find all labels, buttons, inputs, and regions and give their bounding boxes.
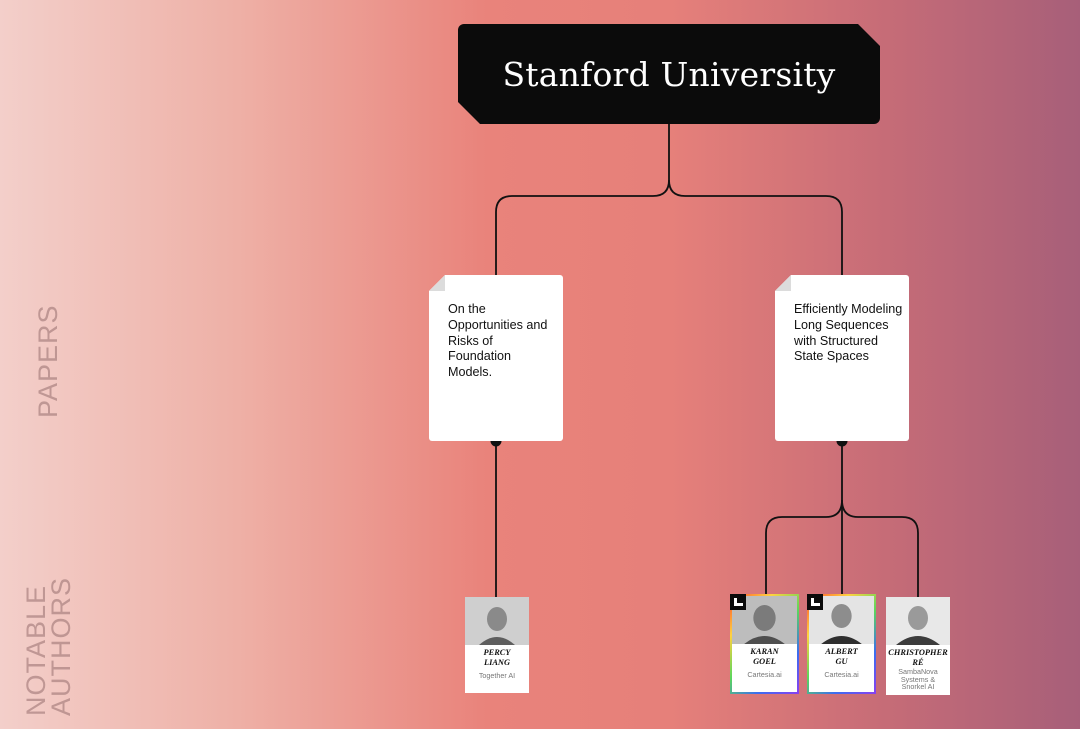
- connector-right-branch: [668, 179, 843, 275]
- author-photo: [465, 597, 529, 645]
- connector-paper2-right: [841, 499, 919, 597]
- author-card-percy-liang[interactable]: PERCY LIANG Together AI: [465, 597, 529, 693]
- author-affiliation: Cartesia.ai: [824, 670, 859, 679]
- paper-card-foundation-models[interactable]: On the Opportunities and Risks of Founda…: [429, 275, 563, 441]
- author-affiliation: SambaNova Systems & Snorkel AI: [898, 667, 938, 692]
- side-label-authors-line2: AUTHORS: [46, 576, 76, 716]
- paper-card-structured-state-spaces[interactable]: Efficiently Modeling Long Sequences with…: [775, 275, 909, 441]
- author-card-body: PERCY LIANG Together AI: [465, 597, 529, 693]
- author-card-christopher-re[interactable]: CHRISTOPHER RÉ SambaNova Systems & Snork…: [886, 597, 950, 695]
- author-card-body: KARAN GOEL Cartesia.ai: [732, 596, 797, 692]
- author-name: CHRISTOPHER RÉ: [888, 648, 948, 667]
- author-card-karan-goel[interactable]: KARAN GOEL Cartesia.ai: [730, 594, 799, 694]
- connector-paper2-trunk: [765, 441, 843, 594]
- institution-name: Stanford University: [502, 54, 836, 94]
- side-label-notable-authors: NOTABLE AUTHORS: [21, 576, 76, 716]
- author-affiliation: Cartesia.ai: [747, 670, 782, 679]
- connector-trunk: [495, 124, 670, 275]
- paper-title: Efficiently Modeling Long Sequences with…: [794, 302, 903, 364]
- author-photo: [809, 596, 874, 644]
- side-label-papers: PAPERS: [33, 304, 63, 418]
- author-photo: [732, 596, 797, 644]
- author-name: KARAN GOEL: [750, 647, 779, 666]
- cartesia-logo-icon: [730, 594, 746, 610]
- author-card-body: CHRISTOPHER RÉ SambaNova Systems & Snork…: [886, 597, 950, 695]
- author-card-albert-gu[interactable]: ALBERT GU Cartesia.ai: [807, 594, 876, 694]
- author-affiliation: Together AI: [478, 671, 516, 680]
- cartesia-logo-icon: [807, 594, 823, 610]
- author-name: ALBERT GU: [825, 647, 858, 666]
- institution-box: Stanford University: [458, 24, 880, 124]
- author-name: PERCY LIANG: [483, 648, 511, 667]
- paper-title: On the Opportunities and Risks of Founda…: [448, 302, 548, 380]
- author-photo: [886, 597, 950, 645]
- author-card-body: ALBERT GU Cartesia.ai: [809, 596, 874, 692]
